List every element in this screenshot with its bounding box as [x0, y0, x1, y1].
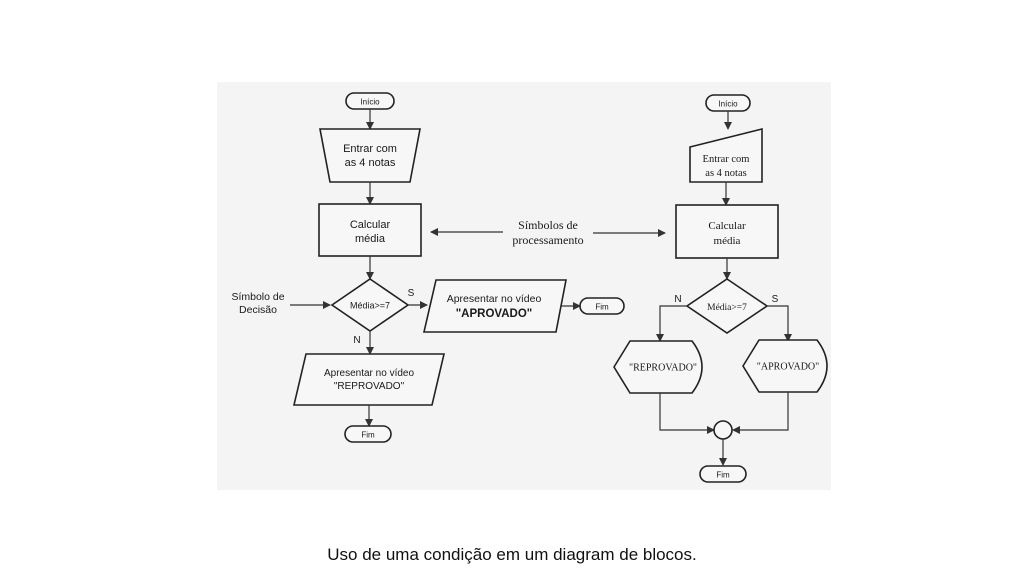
left-process-box: Calcular média [318, 203, 422, 257]
right-process-box: Calcular média [675, 204, 779, 259]
right-arrow-yes [767, 305, 792, 342]
right-decision-label: Média>=7 [707, 303, 747, 313]
left-end-terminal-bottom: Fim [344, 425, 392, 443]
right-start-terminal: Início [705, 94, 751, 112]
right-end-terminal: Fim [699, 465, 747, 483]
right-merge-connector [713, 420, 733, 440]
left-end-bottom-label: Fim [361, 431, 375, 440]
left-end-terminal-right: Fim [579, 297, 625, 315]
right-failed-display: "REPROVADO" [613, 340, 703, 394]
left-end-right-label: Fim [595, 303, 609, 312]
left-start-label: Início [360, 98, 380, 107]
right-end-label: Fim [716, 471, 730, 480]
right-start-label: Início [718, 100, 738, 109]
left-approved-line1: Apresentar no vídeo [447, 293, 542, 305]
left-approved-output: Apresentar no vídeo "APROVADO" [422, 279, 567, 333]
left-process-line2: média [355, 233, 386, 245]
right-approved-label: "APROVADO" [757, 362, 819, 373]
right-yes-label: S [772, 294, 779, 305]
left-failed-line1: Apresentar no vídeo [324, 368, 414, 379]
left-approved-line2: "APROVADO" [456, 308, 533, 320]
right-input-line2: as 4 notas [705, 168, 746, 179]
left-failed-line2: "REPROVADO" [334, 381, 405, 392]
right-arrow-no [656, 305, 687, 342]
right-no-label: N [674, 294, 681, 305]
decision-symbol-line2: Decisão [239, 304, 277, 316]
left-input-line2: as 4 notas [345, 157, 396, 169]
right-flowchart: Início Entrar com as 4 notas Calcular mé… [613, 94, 828, 483]
left-input-shape: Entrar com as 4 notas [319, 128, 421, 183]
right-arrow-approved-merge [732, 392, 789, 434]
right-arrow-failed-merge [659, 393, 715, 434]
right-process-line1: Calcular [708, 220, 746, 232]
processing-symbols-annotation: Símbolos de processamento [430, 218, 666, 247]
right-input-shape: Entrar com as 4 notas [689, 127, 763, 183]
left-no-label: N [353, 335, 360, 346]
left-flowchart: Início Entrar com as 4 notas Calcular mé… [231, 92, 625, 443]
processing-label-line2: processamento [512, 233, 583, 247]
right-decision-diamond: Média>=7 [685, 278, 769, 334]
figure-caption: Uso de uma condição em um diagram de blo… [327, 545, 697, 564]
decision-symbol-line1: Símbolo de [231, 291, 284, 303]
right-process-line2: média [714, 235, 741, 247]
left-process-line1: Calcular [350, 219, 391, 231]
right-input-line1: Entrar com [703, 154, 750, 165]
left-decision-diamond: Média>=7 [330, 278, 410, 332]
right-failed-label: "REPROVADO" [629, 363, 697, 374]
left-input-line1: Entrar com [343, 143, 397, 155]
left-yes-label: S [408, 288, 415, 299]
left-decision-label: Média>=7 [350, 301, 390, 311]
right-approved-display: "APROVADO" [742, 339, 828, 393]
left-failed-output: Apresentar no vídeo "REPROVADO" [292, 353, 446, 406]
left-start-terminal: Início [345, 92, 395, 110]
processing-label-line1: Símbolos de [518, 218, 578, 232]
